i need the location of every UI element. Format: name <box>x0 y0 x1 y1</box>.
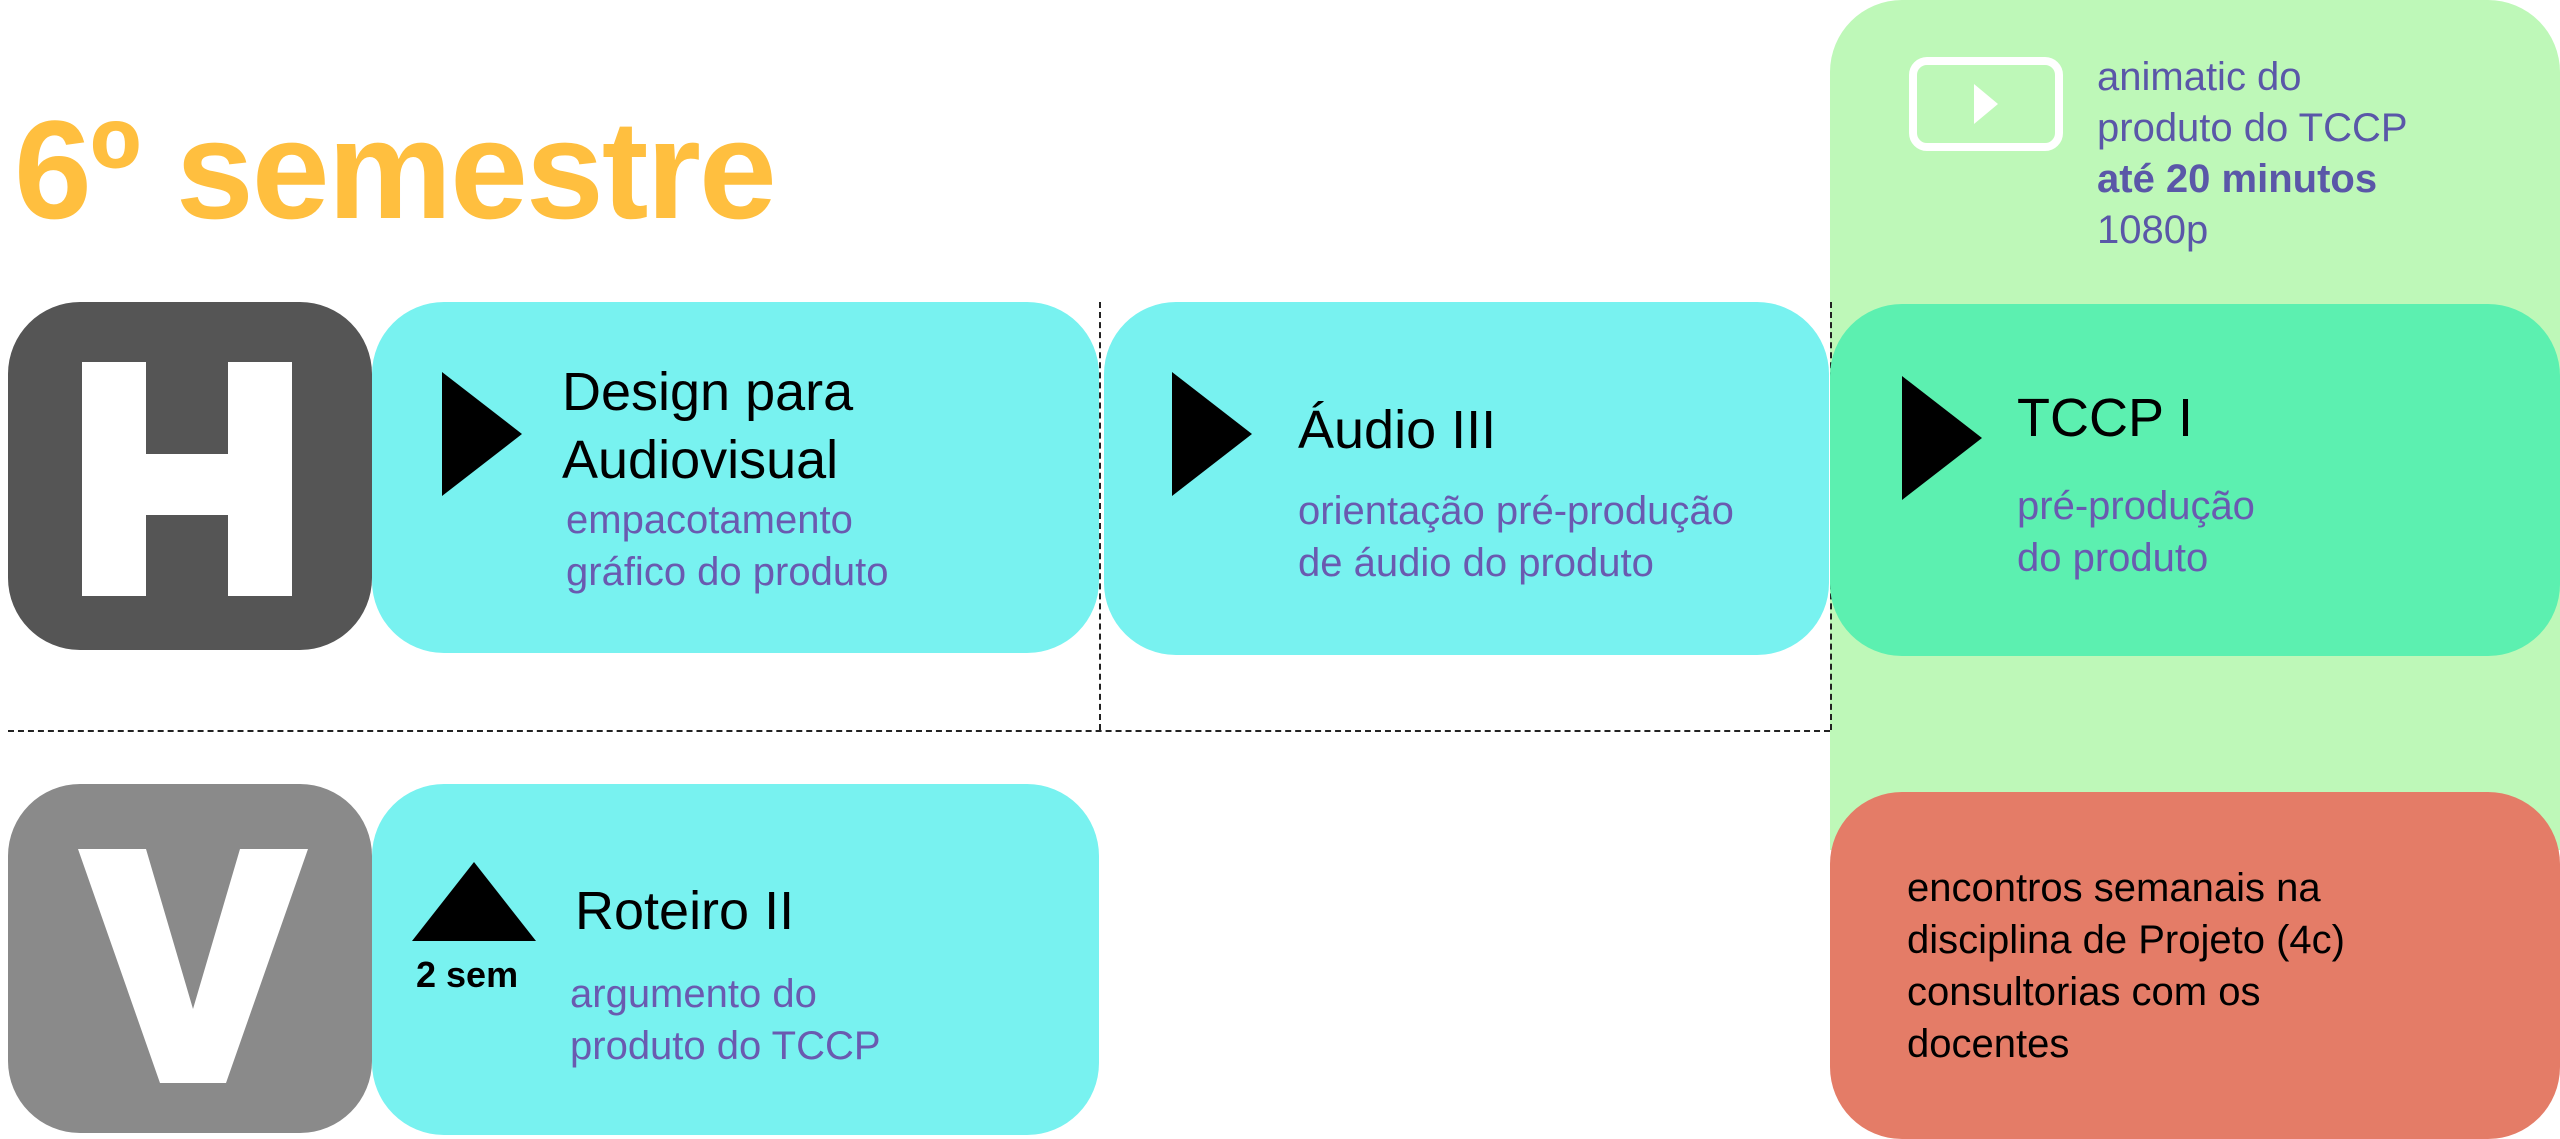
deliverable-line: animatic do <box>2097 55 2302 99</box>
card-title: Áudio III <box>1298 400 1497 460</box>
card-subtitle: argumento do produto do TCCP <box>570 968 881 1072</box>
card-subtitle: orientação pré-produção de áudio do prod… <box>1298 485 1734 589</box>
video-play-icon <box>1909 57 2063 151</box>
card-subtitle: empacotamento gráfico do produto <box>566 494 888 598</box>
card-tccp-i[interactable]: TCCP I pré-produção do produto <box>1830 304 2560 656</box>
card-subtitle-line: gráfico do produto <box>566 550 889 594</box>
card-subtitle-line: argumento do <box>570 972 817 1016</box>
meetings-description: encontros semanais na disciplina de Proj… <box>1907 862 2345 1070</box>
card-meetings[interactable]: encontros semanais na disciplina de Proj… <box>1830 792 2560 1139</box>
play-icon <box>1902 376 1982 500</box>
row-divider <box>8 730 1830 732</box>
card-subtitle-line: do produto <box>2017 536 2209 580</box>
card-title-line: Design para <box>562 362 854 422</box>
meetings-line: consultorias com os <box>1907 970 2261 1014</box>
card-title-line: Audiovisual <box>562 430 839 490</box>
play-icon <box>442 372 522 496</box>
card-subtitle: pré-produção do produto <box>2017 480 2255 584</box>
column-divider <box>1099 302 1101 730</box>
letter-v-icon <box>78 849 308 1083</box>
triangle-up-icon <box>412 862 536 941</box>
meetings-line: disciplina de Projeto (4c) <box>1907 918 2345 962</box>
card-subtitle-line: produto do TCCP <box>570 1024 881 1068</box>
play-icon <box>1172 372 1252 496</box>
page-title: 6º semestre <box>14 91 777 248</box>
meetings-line: encontros semanais na <box>1907 866 2321 910</box>
card-title: Roteiro II <box>575 881 795 941</box>
vertical-row-badge <box>8 784 372 1133</box>
card-roteiro-ii[interactable]: 2 sem Roteiro II argumento do produto do… <box>372 784 1099 1135</box>
card-subtitle-line: de áudio do produto <box>1298 541 1654 585</box>
meetings-line: docentes <box>1907 1022 2070 1066</box>
card-subtitle-line: empacotamento <box>566 498 853 542</box>
letter-h-icon <box>82 362 292 596</box>
card-subtitle-line: orientação pré-produção <box>1298 489 1734 533</box>
horizontal-row-badge <box>8 302 372 650</box>
card-title: TCCP I <box>2017 388 2194 448</box>
card-audio-iii[interactable]: Áudio III orientação pré-produção de áud… <box>1104 302 1829 655</box>
deliverable-description: animatic do produto do TCCP até 20 minut… <box>2097 52 2408 256</box>
duration-badge: 2 sem <box>416 954 519 995</box>
card-subtitle-line: pré-produção <box>2017 484 2255 528</box>
deliverable-duration: até 20 minutos <box>2097 157 2378 201</box>
deliverable-resolution: 1080p <box>2097 208 2209 252</box>
deliverable-line: produto do TCCP <box>2097 106 2408 150</box>
card-design-para-audiovisual[interactable]: Design para Audiovisual empacotamento gr… <box>372 302 1099 653</box>
card-title: Design para Audiovisual <box>562 358 853 494</box>
